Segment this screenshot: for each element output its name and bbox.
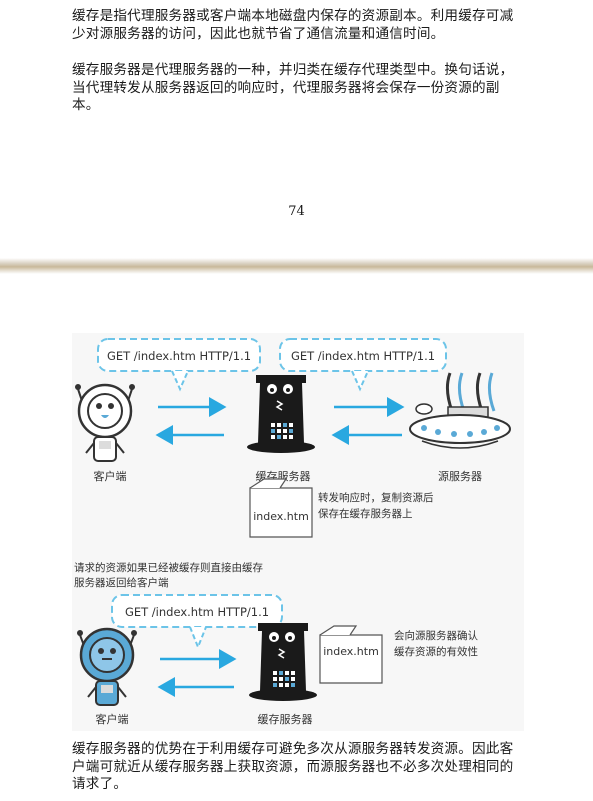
origin-server-ufo-icon [409,372,511,449]
cache-server-label-bottom: 缓存服务器 [258,712,313,726]
caption-bottom-line-2: 服务器返回给客户端 [74,576,169,589]
file-name-bottom: index.htm [323,645,379,658]
cache-server-hat-icon-bottom [249,623,317,701]
paragraph-cache-server: 缓存服务器是代理服务器的一种，并归类在缓存代理类型中。换句话说，当代理转发从服务… [72,62,514,113]
note-top-line-1: 转发响应时，复制资源后 [318,491,434,504]
request-bubble-bottom: GET /index.htm HTTP/1.1 [111,594,283,650]
request-text-bottom: GET /index.htm HTTP/1.1 [125,605,269,619]
client-robot-icon [75,383,135,462]
client-label-bottom: 客户端 [96,712,129,726]
client-robot-blue-icon [77,627,137,706]
request-bubble-2: GET /index.htm HTTP/1.1 [279,338,447,392]
file-icon-bottom: index.htm [319,625,383,684]
file-name-top: index.htm [253,510,309,523]
paragraph-cache-advantage: 缓存服务器的优势在于利用缓存可避免多次从源服务器转发资源。因此客户端可就近从缓存… [72,741,514,792]
page-break-divider [0,258,593,274]
caption-bottom-line-1: 请求的资源如果已经被缓存则直接由缓存 [74,561,263,574]
note-bottom-line-2: 缓存资源的有效性 [394,645,478,658]
cache-server-diagram: GET /index.htm HTTP/1.1 GET /index.htm H… [72,333,524,731]
paragraph-cache-definition: 缓存是指代理服务器或客户端本地磁盘内保存的资源副本。利用缓存可减少对源服务器的访… [72,8,514,42]
note-bottom-line-1: 会向源服务器确认 [394,629,478,642]
request-text-2: GET /index.htm HTTP/1.1 [291,349,435,363]
cache-server-hat-icon [247,375,315,453]
client-label-top: 客户端 [94,469,127,483]
request-bubble-1: GET /index.htm HTTP/1.1 [97,338,261,392]
origin-server-label: 源服务器 [438,469,482,483]
page-number: 74 [288,204,305,219]
file-icon-top: index.htm [249,478,313,538]
request-text-1: GET /index.htm HTTP/1.1 [107,349,251,363]
note-top-line-2: 保存在缓存服务器上 [318,507,413,520]
